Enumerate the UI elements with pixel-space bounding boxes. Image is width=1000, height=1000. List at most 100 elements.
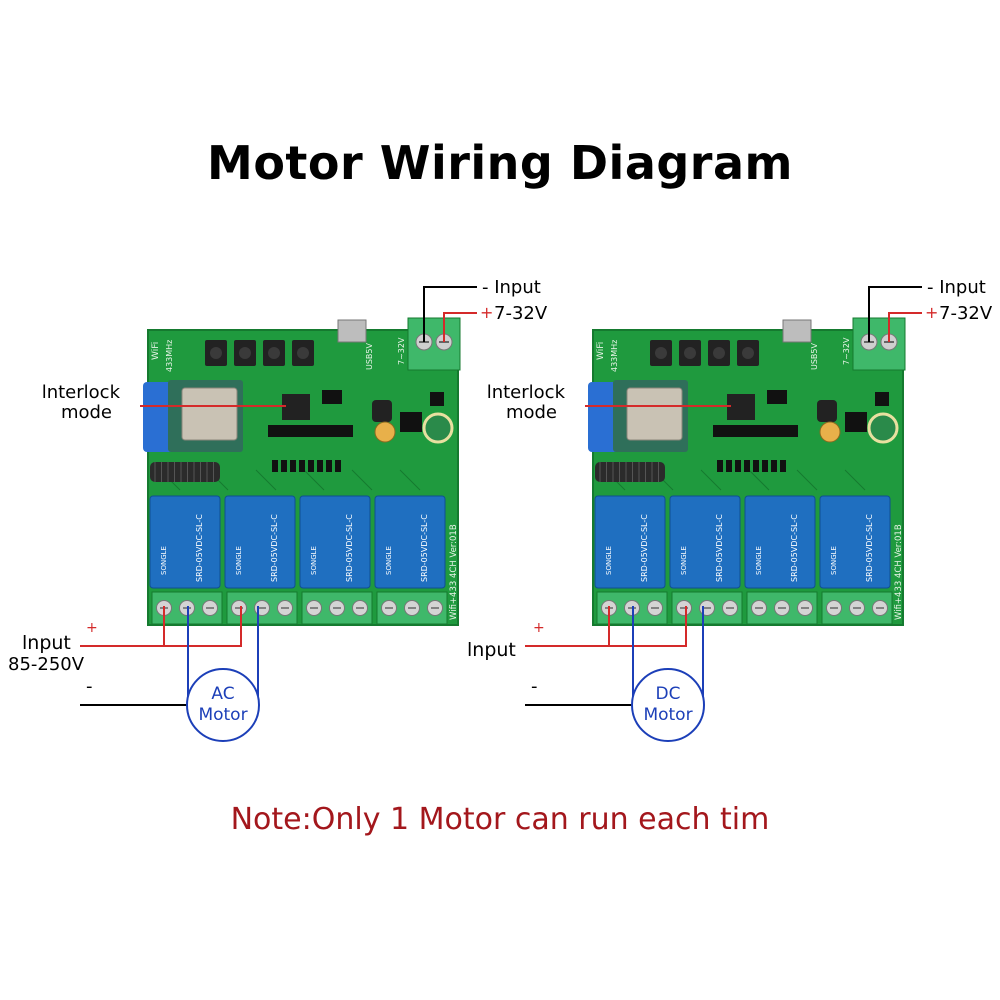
- silkscreen-usb: USB5V: [365, 342, 374, 370]
- power-neg-label: - Input: [927, 277, 986, 298]
- rf-antenna-coil: [150, 462, 220, 482]
- resistor: [780, 460, 786, 472]
- silkscreen-freq: 433MHz: [610, 340, 619, 372]
- pcb-trace: [700, 469, 722, 491]
- relay-brand-text: SONGLE: [680, 546, 688, 575]
- relay-brand-text: SONGLE: [310, 546, 318, 575]
- input-range-label: 85-250V: [8, 654, 85, 675]
- input-plus-sign: +: [86, 620, 98, 636]
- relay-model-text: SRD-05VDC-SL-C: [420, 514, 429, 582]
- motor-label-line1: AC: [211, 684, 234, 704]
- resistor: [272, 460, 278, 472]
- resistor: [326, 460, 332, 472]
- note-text: Note:Only 1 Motor can run each tim: [230, 802, 770, 837]
- resistor: [308, 460, 314, 472]
- motor-label-line2: Motor: [198, 705, 247, 725]
- silkscreen-freq: 433MHz: [165, 340, 174, 372]
- push-button-cap: [210, 347, 222, 359]
- capacitor-small: [374, 421, 396, 443]
- resistor: [771, 460, 777, 472]
- push-button-cap: [239, 347, 251, 359]
- inductor: [817, 400, 837, 422]
- resistor: [335, 460, 341, 472]
- relay-1: [149, 495, 221, 589]
- pcb-trace: [399, 469, 421, 491]
- resistor: [726, 460, 732, 472]
- resistor: [717, 460, 723, 472]
- relay-model-text: SRD-05VDC-SL-C: [715, 514, 724, 582]
- power-pos-sign: +: [480, 303, 493, 322]
- silkscreen-model: Wifi+433 4CH Ver:01B: [449, 524, 459, 620]
- interlock-label-line2: mode: [506, 402, 557, 423]
- power-pos-label: 7-32V: [939, 303, 993, 324]
- relay-2: [224, 495, 296, 589]
- positive-supply-wire: [80, 606, 242, 647]
- input-plus-sign: +: [533, 620, 545, 636]
- motor-circle: [631, 668, 705, 742]
- input-label: lnput: [467, 639, 516, 661]
- inductor: [372, 400, 392, 422]
- pcb-trace: [796, 469, 818, 491]
- power-pos-wire: [888, 312, 922, 342]
- regulator-chip: [845, 412, 867, 432]
- push-button-cap: [655, 347, 667, 359]
- input-label: lnput: [22, 632, 71, 654]
- power-pos-sign: +: [925, 303, 938, 322]
- relay-4: [374, 495, 446, 589]
- push-button-cap: [268, 347, 280, 359]
- pcb-trace: [303, 469, 325, 491]
- relay-model-text: SRD-05VDC-SL-C: [345, 514, 354, 582]
- silkscreen-wifi: WiFi: [596, 342, 606, 360]
- transistor: [322, 390, 342, 404]
- relay-model-text: SRD-05VDC-SL-C: [195, 514, 204, 582]
- relay-model-text: SRD-05VDC-SL-C: [865, 514, 874, 582]
- wifi-chip-shield: [626, 387, 683, 441]
- pcb-trace: [748, 469, 770, 491]
- relay-model-text: SRD-05VDC-SL-C: [640, 514, 649, 582]
- pcb-trace: [844, 469, 866, 491]
- relay-brand-text: SONGLE: [755, 546, 763, 575]
- transistor: [767, 390, 787, 404]
- interlock-jumper: [727, 394, 755, 420]
- power-pos-label: 7-32V: [494, 303, 548, 324]
- relay-3: [744, 495, 816, 589]
- motor-label-line2: Motor: [643, 705, 692, 725]
- push-button-cap: [742, 347, 754, 359]
- diode: [875, 392, 889, 406]
- relay-brand-text: SONGLE: [830, 546, 838, 575]
- capacitor-large: [867, 412, 899, 444]
- resistor: [753, 460, 759, 472]
- relay-3: [299, 495, 371, 589]
- resistor: [744, 460, 750, 472]
- relay-1: [594, 495, 666, 589]
- interlock-jumper: [282, 394, 310, 420]
- resistor: [317, 460, 323, 472]
- motor-label-line1: DC: [656, 684, 681, 704]
- silkscreen-dc: 7~32V: [397, 337, 406, 365]
- resistor: [281, 460, 287, 472]
- silkscreen-model: Wifi+433 4CH Ver:01B: [894, 524, 904, 620]
- silkscreen-usb: USB5V: [810, 342, 819, 370]
- usb-connector: [782, 319, 812, 343]
- ic-chip: [268, 425, 353, 437]
- positive-supply-wire: [525, 606, 687, 647]
- relay-2: [669, 495, 741, 589]
- ic-chip: [713, 425, 798, 437]
- pcb-trace: [255, 469, 277, 491]
- resistor: [299, 460, 305, 472]
- pcb-trace: [351, 469, 373, 491]
- power-neg-label: - Input: [482, 277, 541, 298]
- relay-brand-text: SONGLE: [385, 546, 393, 575]
- capacitor-small: [819, 421, 841, 443]
- resistor: [762, 460, 768, 472]
- regulator-chip: [400, 412, 422, 432]
- input-minus-sign: -: [86, 676, 93, 697]
- right-wiring-module: WiFi 433MHz USB5V 7~32V Wifi+433 4CH Ver:01B…: [467, 277, 993, 742]
- silkscreen-dc: 7~32V: [842, 337, 851, 365]
- relay-model-text: SRD-05VDC-SL-C: [790, 514, 799, 582]
- power-pos-wire: [443, 312, 477, 342]
- interlock-label-line1: lnterlock: [487, 382, 566, 403]
- push-button-cap: [684, 347, 696, 359]
